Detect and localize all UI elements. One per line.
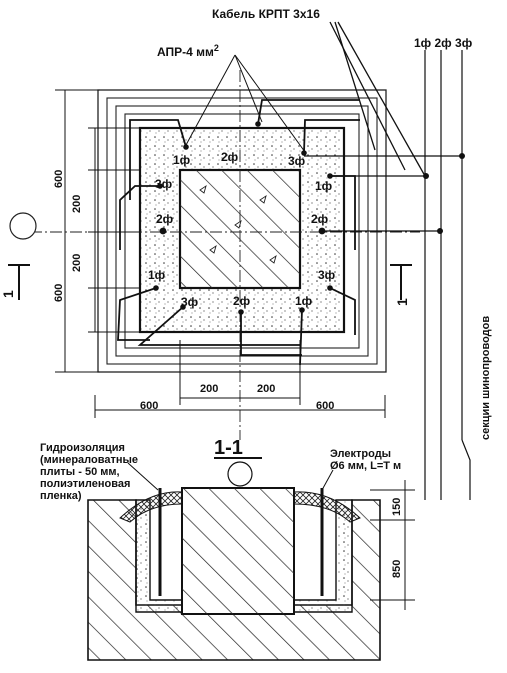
- waterproofing-line-4: пленка): [40, 490, 82, 502]
- phase-mark: 3ф: [181, 295, 199, 309]
- plan-view: [8, 21, 471, 500]
- dim-bottom-600-right: 600: [316, 400, 334, 412]
- phase-mark: 1ф: [148, 268, 166, 282]
- phase-mark: 2ф: [233, 294, 251, 308]
- phase-mark: 2ф: [156, 212, 174, 226]
- waterproofing-line-3: полиэтиленовая: [40, 478, 131, 490]
- dim-left-200-b: 200: [71, 254, 83, 272]
- waterproofing-line-2: плиты - 50 мм,: [40, 466, 120, 478]
- dim-left-600-bottom: 600: [53, 284, 65, 302]
- dim-section-150: 150: [391, 498, 403, 516]
- section-markers: [8, 264, 412, 300]
- dim-bottom-200-b: 200: [257, 383, 275, 395]
- section-mark-left: 1: [0, 290, 16, 298]
- waterproofing-note: Гидроизоляция (минераловатные плиты - 50…: [40, 442, 138, 502]
- apr-label: АПР-4 мм2: [157, 43, 219, 59]
- busbars: [424, 50, 471, 500]
- phase-mark: 3ф: [318, 268, 336, 282]
- cable-label: Кабель КРПТ 3х16: [212, 7, 320, 21]
- phase-mark: 1ф: [173, 153, 191, 167]
- axis-bubble-left: [9, 212, 37, 240]
- dim-bottom-200-a: 200: [200, 383, 218, 395]
- phases-header: 1ф 2ф 3ф: [414, 36, 473, 50]
- section-title: 1-1: [214, 437, 243, 459]
- insulation-right: [293, 491, 361, 523]
- waterproofing-title: Гидроизоляция: [40, 442, 125, 454]
- phase-mark: 1ф: [295, 294, 313, 308]
- axis-bubble-section: [227, 461, 253, 487]
- dim-bottom-600-left: 600: [140, 400, 158, 412]
- waterproofing-line-1: (минераловатные: [40, 454, 139, 466]
- section-view: [87, 457, 415, 661]
- dim-left-200-a: 200: [71, 195, 83, 213]
- insulation-left: [119, 491, 183, 523]
- section-mark-right: 1: [394, 298, 410, 306]
- dim-section-850: 850: [391, 560, 403, 578]
- electrodes-title: Электроды: [330, 448, 392, 460]
- phase-mark: 3ф: [155, 177, 173, 191]
- electrodes-spec: Ø6 мм, L=Т м: [330, 460, 402, 472]
- phase-mark: 1ф: [315, 179, 333, 193]
- phase-mark: 2ф: [221, 150, 239, 164]
- dim-left-600-top: 600: [53, 170, 65, 188]
- electrodes-note: Электроды Ø6 мм, L=Т м: [330, 448, 401, 472]
- phase-mark: 2ф: [311, 212, 329, 226]
- busbar-label: секции шинопроводов: [480, 316, 492, 440]
- phase-mark: 3ф: [288, 154, 306, 168]
- cable-runs: [304, 21, 462, 232]
- phase-marks: 1ф 2ф 3ф 3ф 1ф 2ф 2ф 1ф 3ф 3ф 2ф 1ф: [148, 150, 336, 309]
